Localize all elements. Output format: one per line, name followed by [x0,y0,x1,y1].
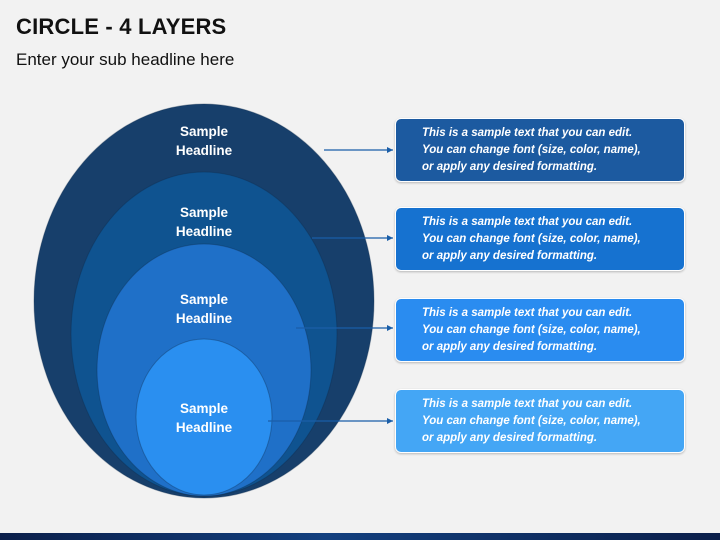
text-box-4-line2: You can change font (size, color, name), [422,415,641,427]
text-box-3-line1: This is a sample text that you can edit. [422,307,633,319]
layer-3-headline-line2: Headline [175,311,233,326]
text-box-2-line1: This is a sample text that you can edit. [422,216,633,228]
slide-title: CIRCLE - 4 LAYERS [16,14,227,39]
text-box-3[interactable]: This is a sample text that you can edit.… [395,298,685,362]
text-box-3-line2: You can change font (size, color, name), [422,324,641,336]
layer-3-headline: Sample Headline [144,290,264,328]
text-box-1-line2: You can change font (size, color, name), [422,144,641,156]
text-box-2-line3: or apply any desired formatting. [422,250,598,262]
layer-1-headline-line2: Headline [175,143,233,158]
text-box-1[interactable]: This is a sample text that you can edit.… [395,118,685,182]
bottom-accent-bar [0,533,720,540]
slide-subtitle: Enter your sub headline here [16,50,235,69]
layer-1-headline: Sample Headline [144,122,264,160]
text-box-1-line1: This is a sample text that you can edit. [422,127,633,139]
layer-4-headline: Sample Headline [144,399,264,437]
text-box-1-line3: or apply any desired formatting. [422,161,598,173]
text-box-4-line3: or apply any desired formatting. [422,432,598,444]
layer-4-headline-line1: Sample [179,401,229,416]
text-box-3-line3: or apply any desired formatting. [422,341,598,353]
layer-4-ellipse [135,338,273,496]
text-box-2-line2: You can change font (size, color, name), [422,233,641,245]
text-box-4-line1: This is a sample text that you can edit. [422,398,633,410]
layer-1-headline-line1: Sample [179,124,229,139]
layer-2-headline-line1: Sample [179,205,229,220]
layer-2-headline-line2: Headline [175,224,233,239]
text-box-4[interactable]: This is a sample text that you can edit.… [395,389,685,453]
text-box-2[interactable]: This is a sample text that you can edit.… [395,207,685,271]
layer-4-headline-line2: Headline [175,420,233,435]
layer-2-headline: Sample Headline [144,203,264,241]
layer-3-headline-line1: Sample [179,292,229,307]
